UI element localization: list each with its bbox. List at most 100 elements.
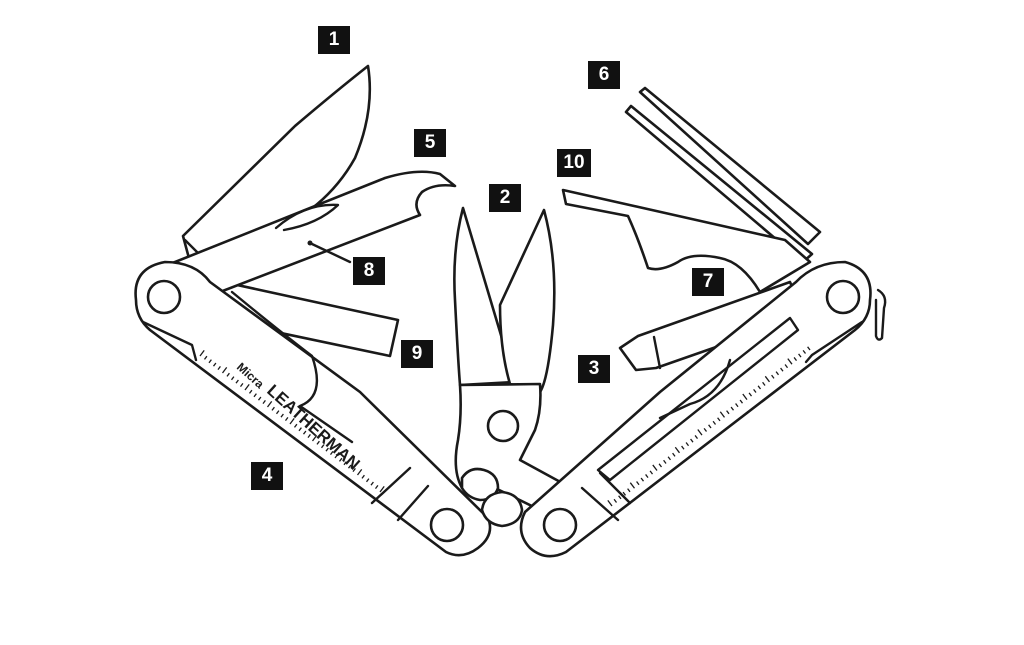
ruler-tick — [748, 392, 753, 397]
ruler-tick — [685, 442, 690, 447]
ruler-tick — [757, 385, 762, 390]
ruler-tick — [793, 357, 798, 362]
ruler-tick — [293, 423, 298, 428]
ruler-tick — [780, 367, 784, 372]
ruler-tick — [217, 366, 221, 370]
ruler-tick — [311, 435, 318, 442]
ruler-tick — [275, 410, 280, 415]
callout-1: 1 — [318, 26, 350, 54]
ruler-tick — [271, 406, 275, 411]
ruler-tick — [697, 429, 703, 436]
ruler-tick — [636, 481, 640, 486]
right-handle-segment-line-2 — [598, 471, 632, 505]
ruler-tick — [239, 383, 244, 387]
ruler-tick — [753, 388, 757, 393]
ruler-tick — [730, 406, 735, 411]
ruler-tick — [742, 393, 748, 401]
ruler-tick — [356, 469, 363, 476]
callout-4: 4 — [251, 462, 283, 490]
ruler-tick — [347, 464, 352, 469]
scissors-pivot — [486, 409, 520, 443]
ruler-tick — [289, 418, 295, 425]
bottle-opener-tool — [158, 170, 457, 294]
ruler-tick — [212, 362, 217, 367]
phillips-tip-line — [652, 335, 662, 370]
callout-2: 2 — [489, 184, 521, 212]
right-end-rivet — [542, 507, 578, 543]
tweezers-tool-arm — [624, 104, 814, 264]
ruler-tick — [784, 364, 789, 369]
callout-5: 5 — [414, 129, 446, 157]
ruler-tick — [257, 396, 262, 401]
left-handle-segment-line — [370, 466, 412, 505]
ruler-tick — [645, 474, 649, 479]
ruler-tick — [379, 486, 385, 493]
ruler-tick — [658, 463, 663, 468]
right-handle-slot — [596, 316, 800, 482]
ruler-tick — [607, 500, 613, 507]
ruler-tick — [253, 393, 257, 398]
ruler-tick — [798, 353, 802, 358]
ruler-tick — [717, 417, 721, 422]
ruler-tick — [226, 372, 230, 377]
scissors-blade-right — [498, 208, 556, 394]
ruler-tick — [352, 468, 356, 472]
ruler-tick — [613, 498, 618, 503]
ruler-tick — [280, 413, 284, 418]
scissors-blade-left — [453, 206, 517, 387]
ruler-tick — [230, 376, 235, 381]
ruler-tick — [248, 389, 253, 394]
ruler-tick — [266, 401, 273, 408]
callout-3: 3 — [578, 355, 610, 383]
ruler-tick — [652, 464, 658, 471]
ruler-tick — [690, 438, 694, 443]
ruler-tick — [221, 367, 228, 374]
key-ring — [874, 288, 887, 341]
ruler-tick — [762, 381, 766, 386]
ruler-tick — [361, 474, 365, 479]
scissors-spring — [460, 467, 500, 502]
ruler-tick — [775, 371, 780, 376]
ruler-tick — [284, 417, 289, 421]
ruler-tick — [302, 430, 307, 435]
callout-10: 10 — [557, 149, 591, 177]
left-end-rivet — [429, 507, 465, 543]
ruler-tick — [739, 399, 744, 404]
ruler-tick — [370, 481, 374, 486]
ruler-tick — [674, 446, 681, 454]
ruler-tick — [235, 379, 239, 384]
ruler-tick — [622, 491, 627, 496]
ruler-tick — [338, 457, 343, 462]
ruler-tick — [802, 349, 807, 354]
ruler-tick — [627, 488, 631, 493]
flat-screwdriver-10 — [561, 188, 812, 294]
right-handle-segment-line — [580, 486, 620, 522]
ruler-tick — [681, 445, 685, 450]
ruler-tick — [329, 451, 334, 455]
right-pivot-rivet — [825, 279, 861, 315]
ruler-tick — [787, 358, 793, 365]
right-handle-edge — [804, 320, 864, 364]
ruler-tick — [208, 359, 212, 364]
ruler-tick — [726, 410, 730, 415]
ruler-tick — [703, 427, 708, 432]
ruler-tick — [374, 485, 379, 489]
ruler-tick — [629, 482, 636, 489]
left-handle-edge — [141, 320, 198, 362]
ruler-tick — [672, 452, 676, 457]
ruler-tick — [663, 459, 667, 464]
ruler-tick — [640, 477, 645, 482]
ruler-tick — [316, 440, 320, 445]
left-pivot-rivet — [146, 279, 182, 315]
callout-8: 8 — [353, 257, 385, 285]
ruler-tick — [325, 447, 329, 452]
callout-6: 6 — [588, 61, 620, 89]
left-handle-inner-cutout — [230, 290, 354, 444]
ruler-tick — [199, 350, 205, 357]
ruler-tick — [694, 435, 699, 440]
ruler-tick — [334, 452, 340, 459]
nail-nick — [274, 203, 340, 232]
left-handle — [134, 260, 492, 557]
knife-tang-line — [183, 238, 199, 254]
